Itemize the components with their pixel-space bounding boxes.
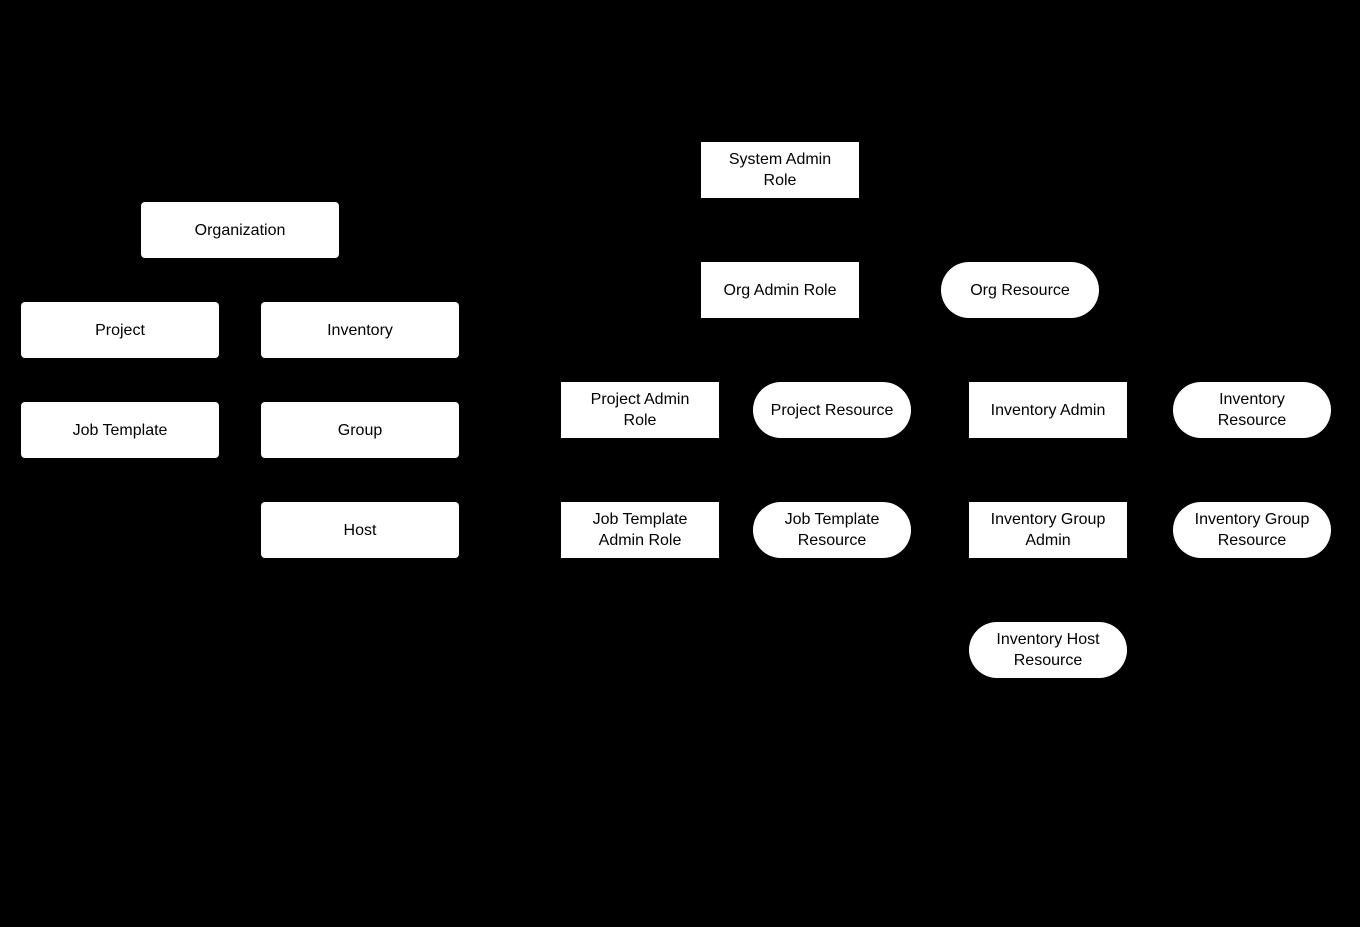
- node-group: Group: [261, 402, 459, 458]
- node-inventory-host-resource: Inventory Host Resource: [969, 622, 1127, 678]
- node-inventory-group-resource: Inventory Group Resource: [1173, 502, 1331, 558]
- node-job-template-admin-role: Job Template Admin Role: [561, 502, 719, 558]
- node-host: Host: [261, 502, 459, 558]
- node-org-resource: Org Resource: [941, 262, 1099, 318]
- node-system-admin-role: System Admin Role: [701, 142, 859, 198]
- node-inventory: Inventory: [261, 302, 459, 358]
- node-project-admin-role: Project Admin Role: [561, 382, 719, 438]
- node-inventory-group-admin: Inventory Group Admin: [969, 502, 1127, 558]
- node-job-template: Job Template: [21, 402, 219, 458]
- node-organization: Organization: [141, 202, 339, 258]
- node-project: Project: [21, 302, 219, 358]
- node-inventory-admin: Inventory Admin: [969, 382, 1127, 438]
- node-org-admin-role: Org Admin Role: [701, 262, 859, 318]
- node-project-resource: Project Resource: [753, 382, 911, 438]
- node-job-template-resource: Job Template Resource: [753, 502, 911, 558]
- node-inventory-resource: Inventory Resource: [1173, 382, 1331, 438]
